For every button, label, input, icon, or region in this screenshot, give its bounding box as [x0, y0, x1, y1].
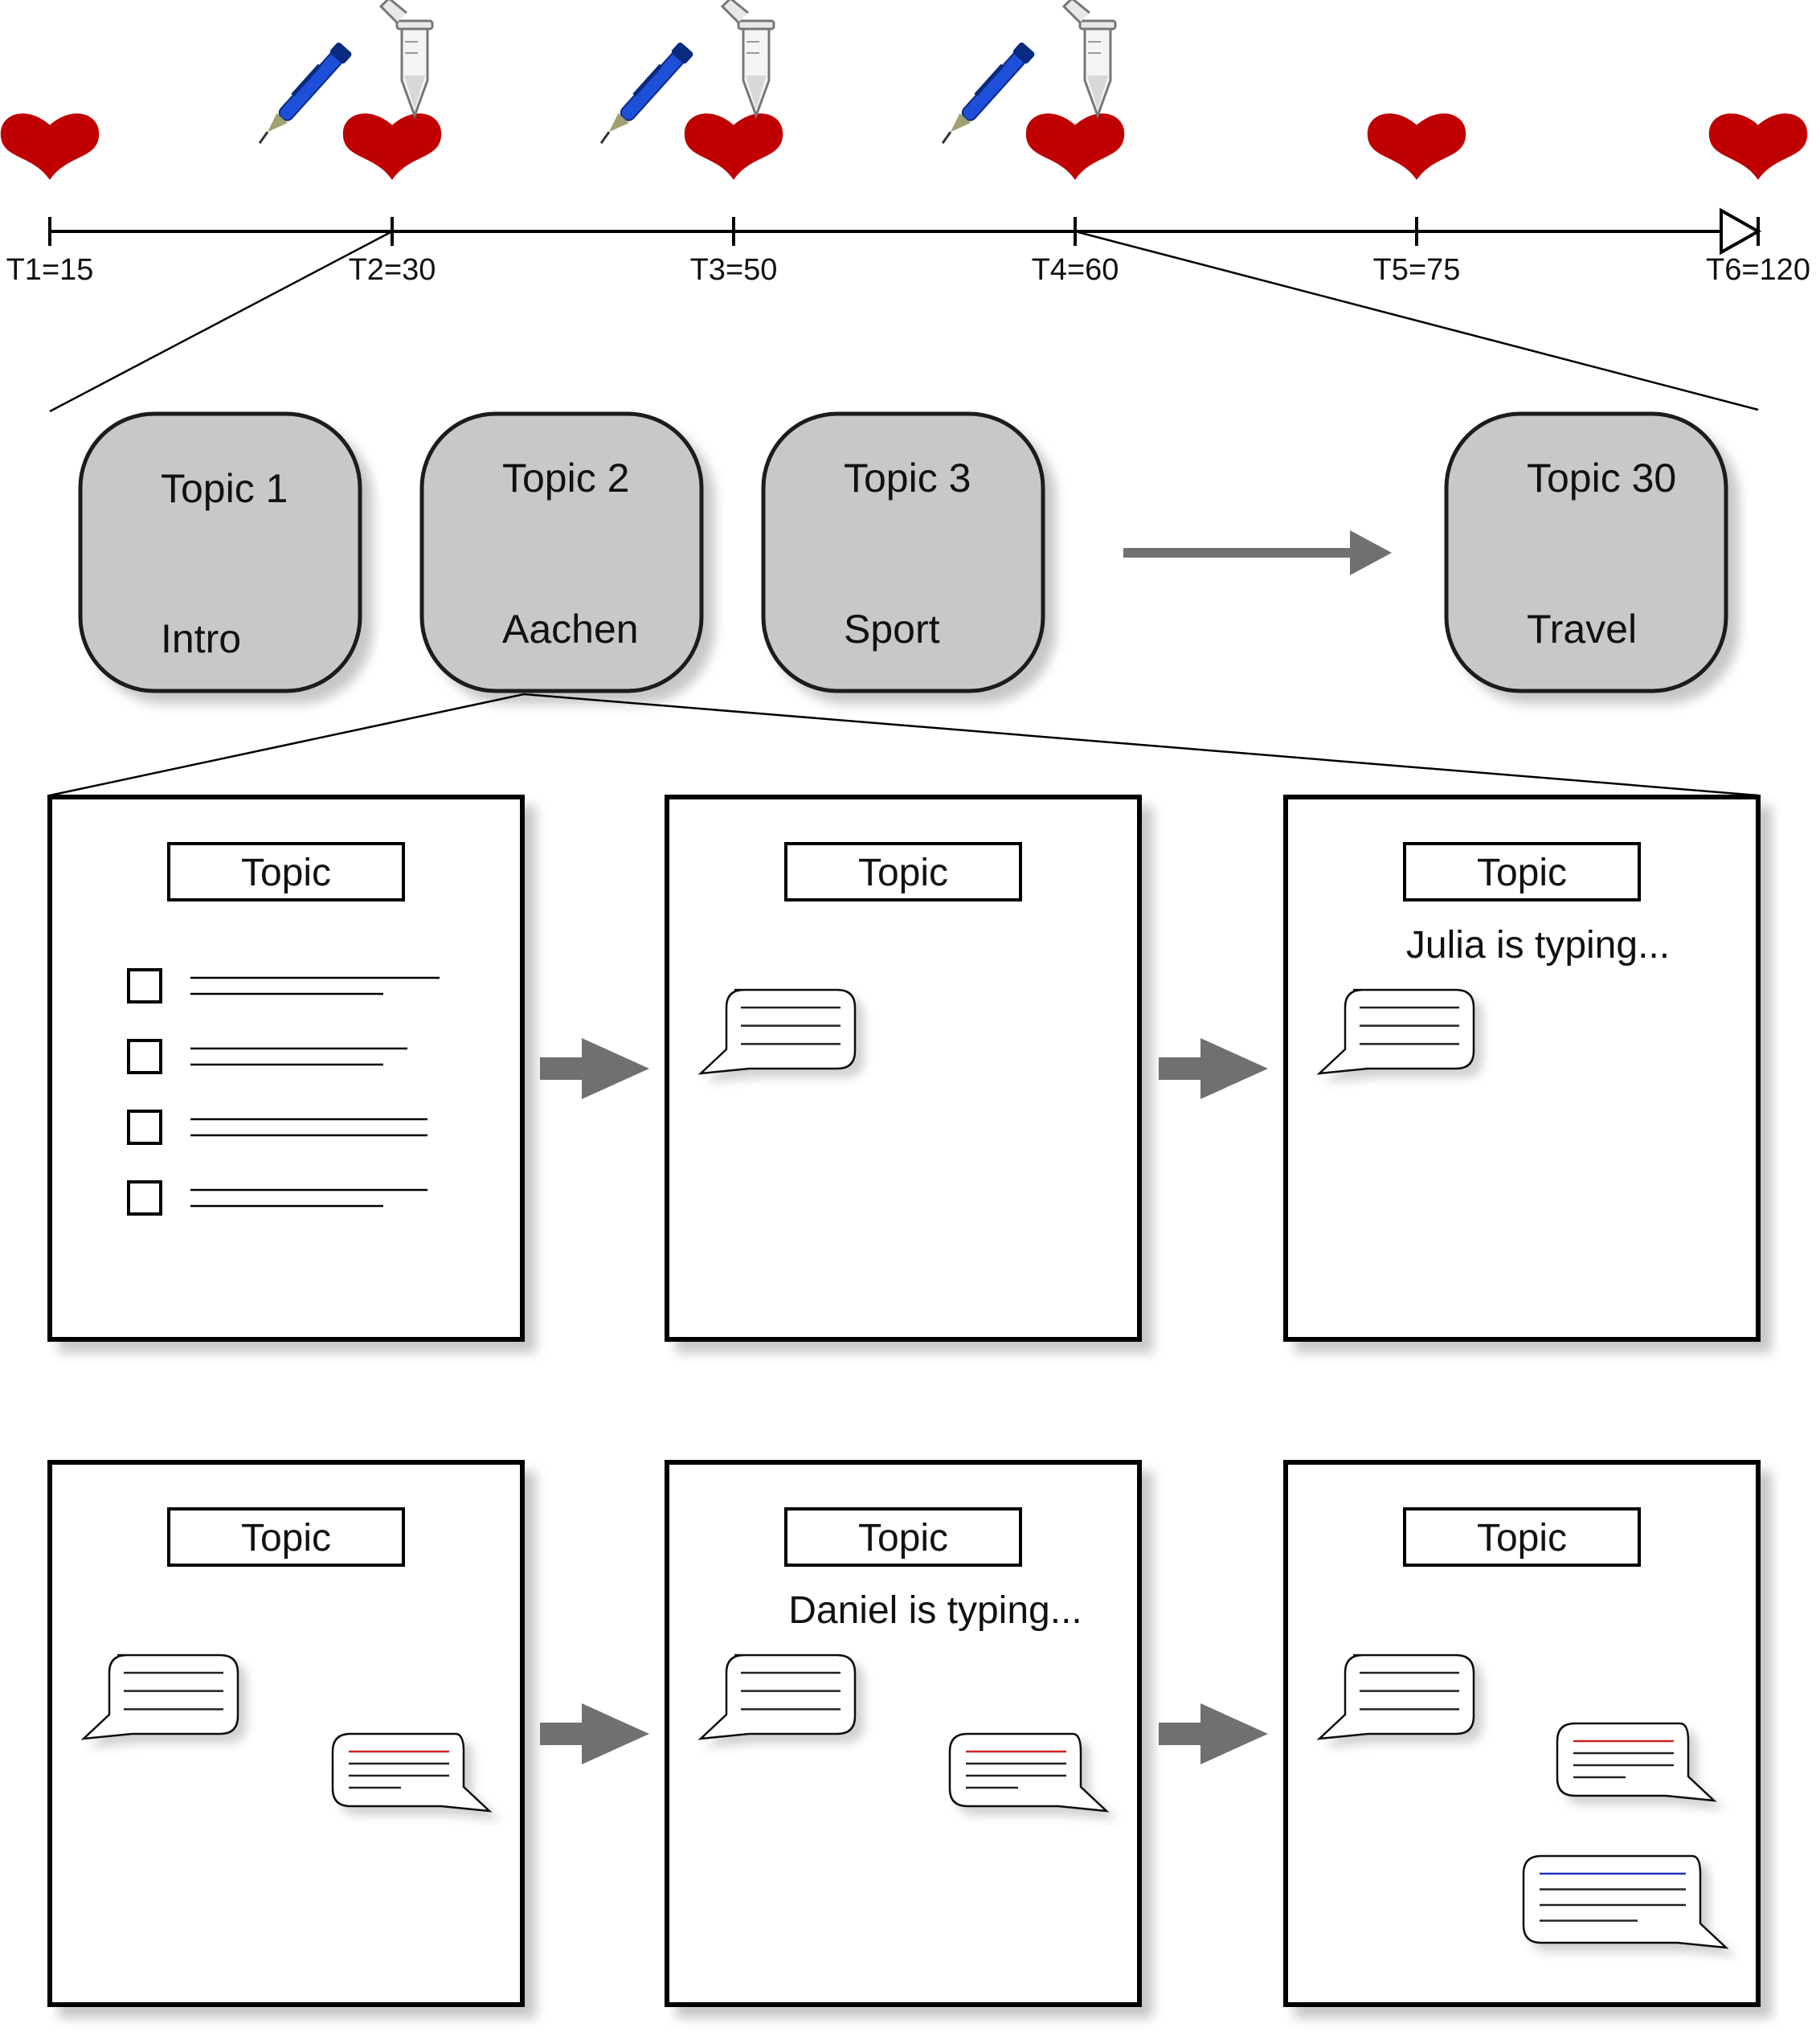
panel-sequence-arrow-1: [540, 1038, 649, 1099]
checklist-item: [127, 968, 440, 1004]
timepoint-4: T4=60: [941, 0, 1125, 287]
sample-tube-icon: [720, 0, 775, 120]
timepoint-6: T6=120: [1706, 113, 1810, 287]
timepoint-3: T3=50: [599, 0, 783, 287]
panel-sequence-arrow-3: [540, 1703, 649, 1764]
panel-title: Topic: [1477, 852, 1567, 894]
panel-title-box: Topic: [1403, 1507, 1641, 1567]
panel-title: Topic: [241, 1517, 331, 1560]
panel-title-box: Topic: [784, 842, 1022, 901]
sample-tube-icon: [1061, 0, 1117, 120]
timepoint-2: T2=30: [258, 0, 442, 287]
chat-panel-2: Topic: [665, 795, 1142, 1342]
chat-bubble-icon: [697, 988, 857, 1075]
typing-indicator: Julia is typing...: [1406, 924, 1670, 967]
chat-bubble-icon: [1316, 988, 1475, 1075]
sample-tube-icon: [378, 0, 434, 120]
timepoint-1: T1=15: [0, 113, 100, 287]
checkbox-icon: [127, 1180, 162, 1216]
topic-card-box: [419, 411, 704, 693]
topic-card-4: Topic 30 Travel: [1444, 411, 1728, 693]
timepoint-label: T1=15: [6, 253, 94, 287]
chat-bubble-icon: [948, 1732, 1110, 1813]
heart-icon: [1708, 113, 1808, 180]
topic-card-box: [78, 411, 362, 693]
topic-subtitle: Aachen: [502, 607, 639, 652]
topic-card-box: [761, 411, 1045, 693]
panel-sequence-arrow-4: [1159, 1703, 1268, 1764]
timepoint-label: T2=30: [349, 253, 436, 287]
zoom-lines-timeline-to-topics: [49, 230, 1759, 413]
panel-title-box: Topic: [167, 842, 405, 901]
chat-bubble-icon: [697, 1654, 857, 1740]
chat-panel-6: Topic: [1283, 1460, 1761, 2007]
topic-card-1: Topic 1 Intro: [78, 411, 362, 693]
heart-icon: [1025, 113, 1125, 180]
checklist-item: [127, 1039, 407, 1074]
chat-bubble-icon: [331, 1732, 493, 1813]
timepoint-5: T5=75: [1367, 113, 1466, 287]
chat-bubble-icon: [1522, 1854, 1729, 1949]
topic-card-3: Topic 3 Sport: [761, 411, 1045, 693]
heart-icon: [1367, 113, 1466, 180]
zoom-lines-topic-to-chat: [49, 693, 1759, 797]
typing-indicator: Daniel is typing...: [788, 1589, 1082, 1632]
panel-title: Topic: [858, 852, 948, 894]
panel-title: Topic: [1477, 1517, 1567, 1560]
topic-title: Topic 1: [161, 466, 288, 511]
topic-title: Topic 2: [502, 456, 629, 501]
checklist-item: [127, 1110, 427, 1145]
pen-icon: [258, 42, 352, 145]
timepoint-label: T6=120: [1706, 253, 1810, 287]
panel-title: Topic: [858, 1517, 948, 1560]
topic-card-box: [1444, 411, 1728, 693]
checkbox-icon: [127, 1039, 162, 1074]
topic-card-2: Topic 2 Aachen: [419, 411, 704, 693]
checklist-item: [127, 1180, 427, 1216]
pen-icon: [599, 42, 693, 145]
panel-title-box: Topic: [1403, 842, 1641, 901]
chat-panel-1: Topic: [47, 795, 525, 1342]
topic-sequence-arrow: [1123, 530, 1392, 575]
panel-title-box: Topic: [167, 1507, 405, 1567]
heart-icon: [684, 113, 783, 180]
topic-title: Topic 3: [844, 456, 971, 501]
timepoint-label: T5=75: [1373, 253, 1461, 287]
panel-title-box: Topic: [784, 1507, 1022, 1567]
checkbox-icon: [127, 1110, 162, 1145]
chat-bubble-icon: [80, 1654, 239, 1740]
topic-subtitle: Travel: [1527, 607, 1637, 652]
topic-title: Topic 30: [1527, 456, 1676, 501]
heart-icon: [0, 113, 100, 180]
timeline-arrowhead: [1720, 207, 1762, 256]
topic-subtitle: Sport: [844, 607, 940, 652]
chat-bubble-icon: [1316, 1654, 1475, 1740]
panel-title: Topic: [241, 852, 331, 894]
timeline: T1=15 T2=30 T3=50 T4=60 T5=75 T6=120: [0, 0, 1810, 287]
topic-subtitle: Intro: [161, 616, 241, 661]
chat-panel-4: Topic: [47, 1460, 525, 2007]
panel-sequence-arrow-2: [1159, 1038, 1268, 1099]
timepoint-label: T4=60: [1032, 253, 1119, 287]
checkbox-icon: [127, 968, 162, 1004]
timepoint-label: T3=50: [690, 253, 778, 287]
pen-icon: [941, 42, 1035, 145]
chat-bubble-icon: [1556, 1722, 1717, 1802]
heart-icon: [342, 113, 442, 180]
